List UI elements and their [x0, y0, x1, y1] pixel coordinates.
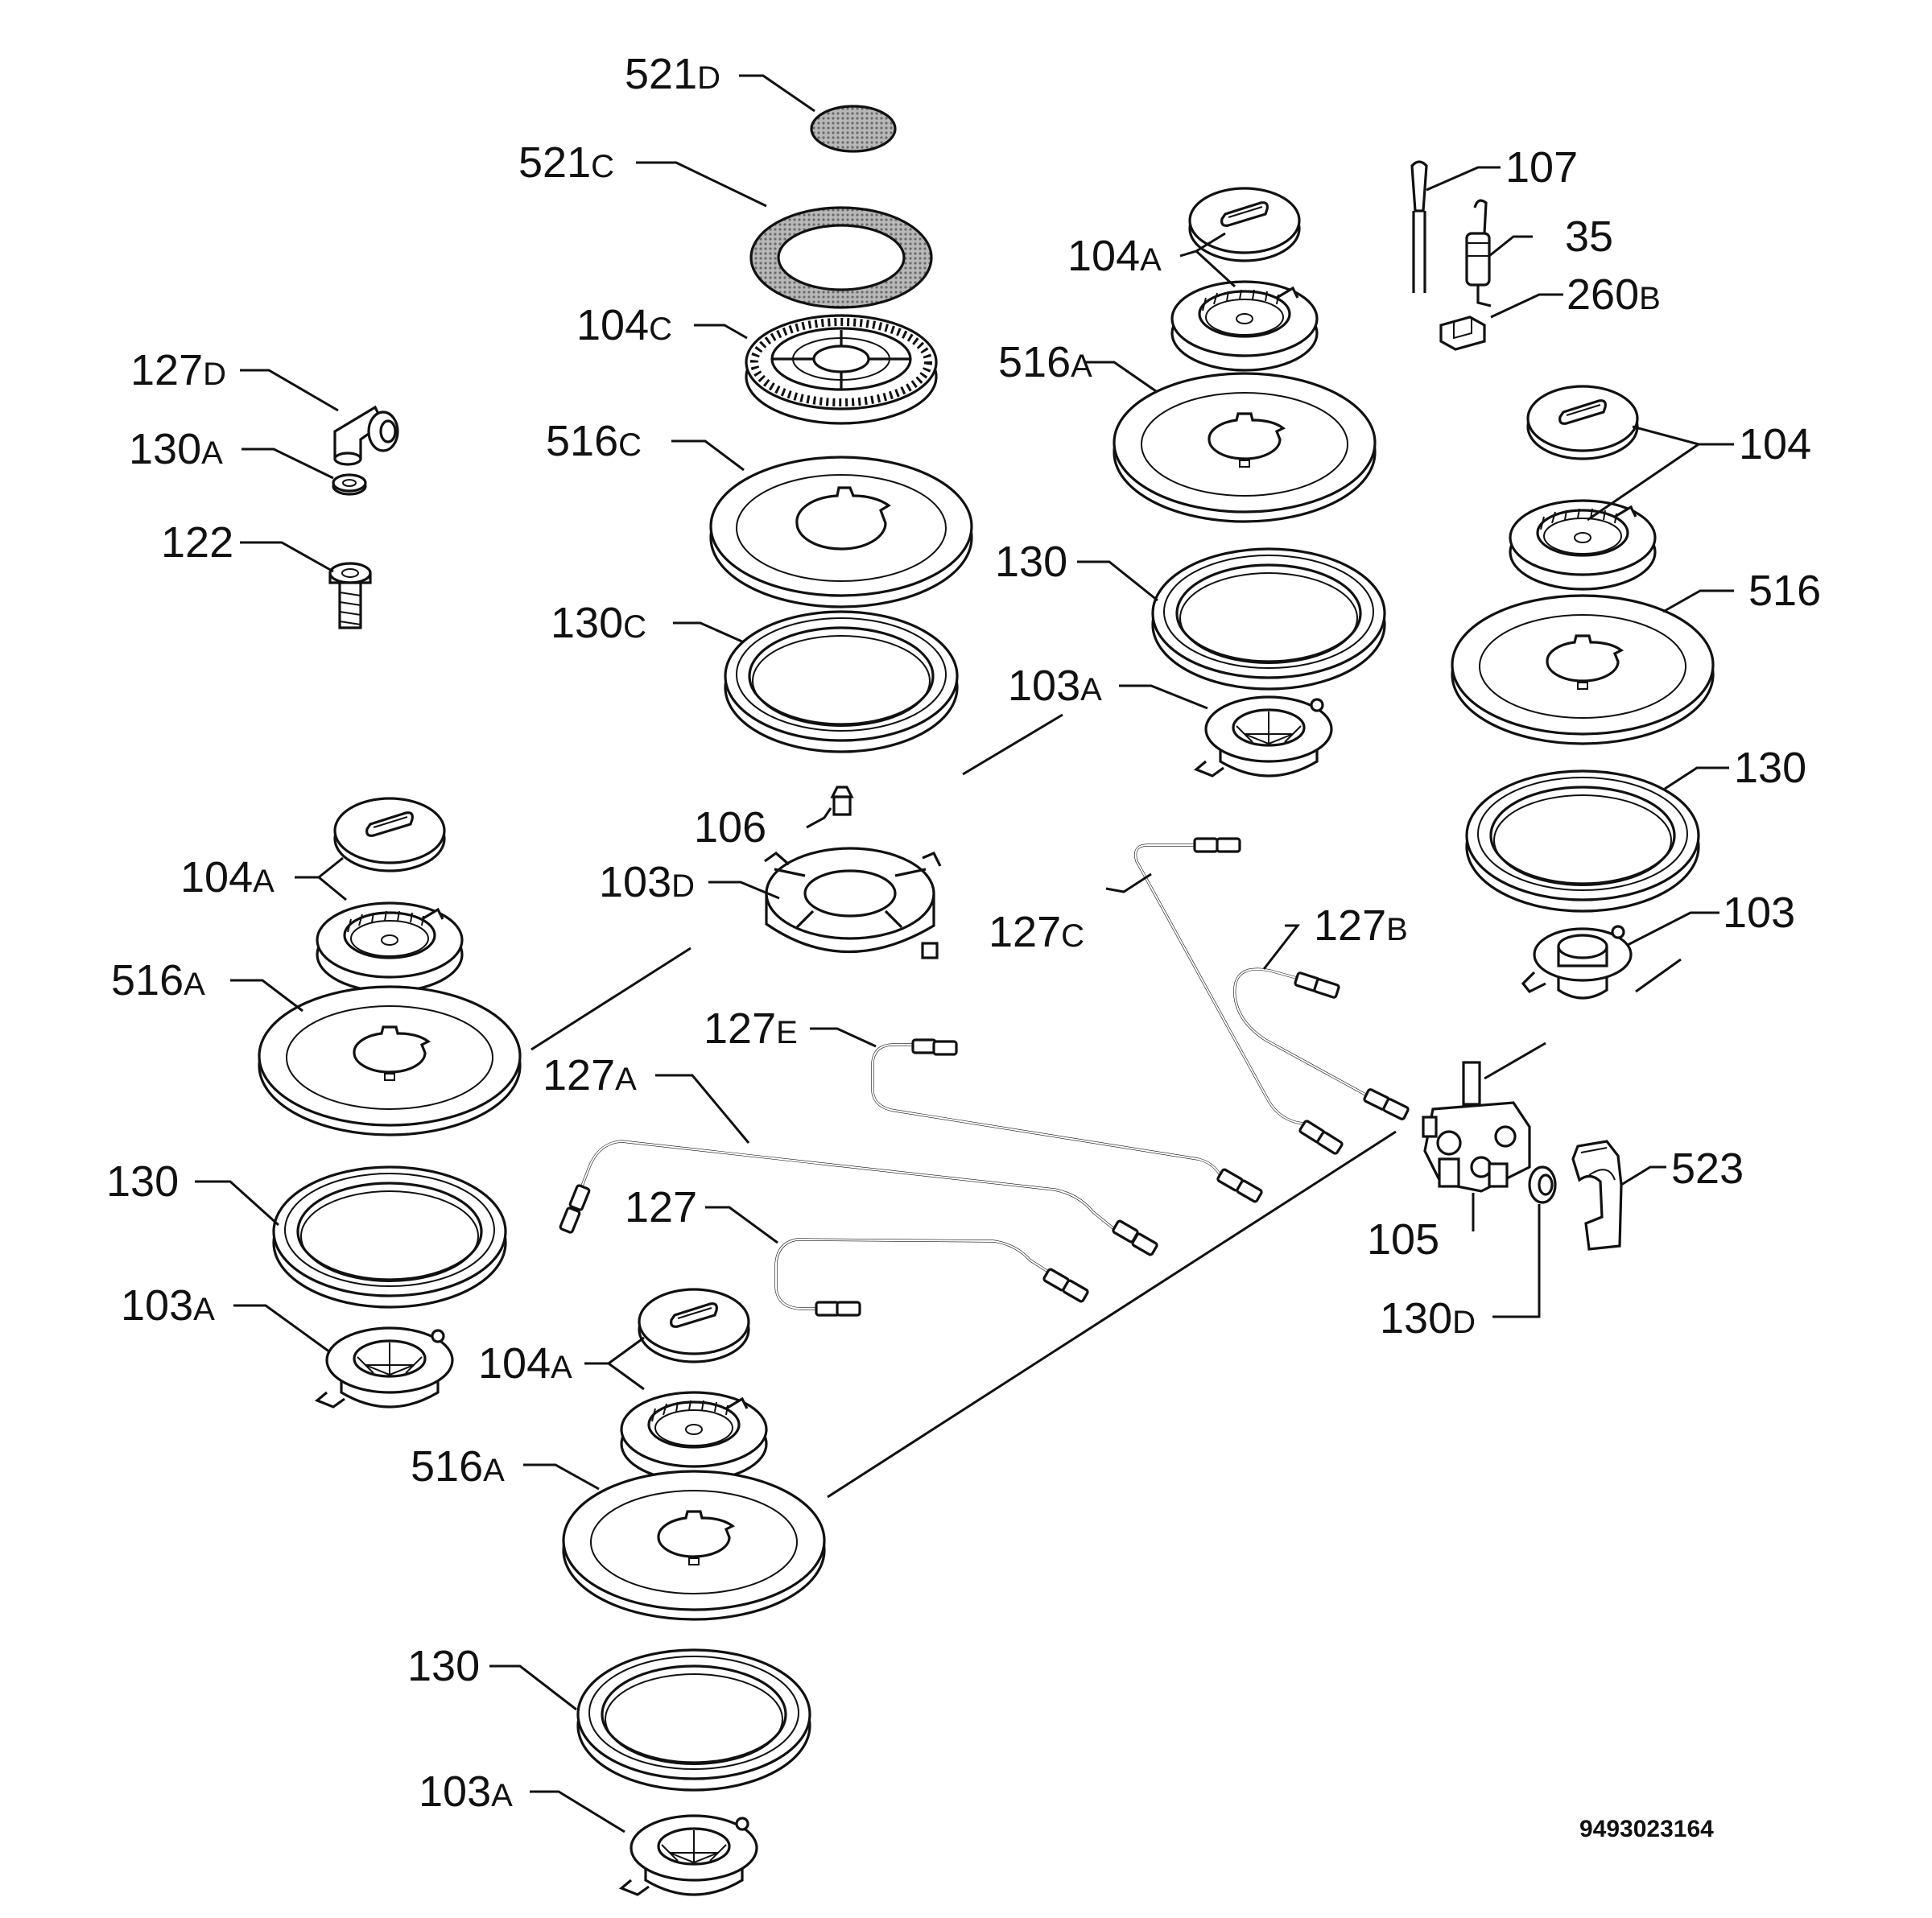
label-130-right: 130 [1734, 744, 1806, 792]
part-106-drawing [830, 786, 854, 816]
label-103a-left: 103A [121, 1281, 215, 1330]
label-104c: 104C [576, 301, 672, 349]
part-104a-left-cap-drawing [333, 797, 446, 872]
part-516a-bottom-drawing [562, 1470, 826, 1621]
label-103a-bottom: 103A [419, 1767, 513, 1816]
label-130-top: 130 [995, 538, 1067, 586]
label-103a-top: 103A [1008, 662, 1102, 710]
label-104a-bottom: 104A [478, 1339, 572, 1388]
part-103-right-drawing [1521, 925, 1633, 1000]
gas-tap-assembly [1422, 1061, 1623, 1251]
part-523-drawing [1571, 1140, 1623, 1251]
part-103d-drawing [764, 847, 942, 959]
thermocouple-and-electrode-parts [1410, 160, 1492, 351]
label-130c: 130C [551, 599, 646, 647]
label-130d: 130D [1380, 1294, 1476, 1343]
label-105: 105 [1367, 1215, 1439, 1264]
leader-lines [195, 74, 1734, 1833]
gas-pipes [558, 837, 1410, 1317]
auxiliary-burner-left [258, 797, 522, 1409]
part-130-left-drawing [272, 1165, 507, 1309]
wok-burner-assembly [709, 105, 973, 959]
label-127d: 127D [130, 346, 226, 394]
part-127c-pipe [1134, 837, 1344, 1156]
label-130-bottom: 130 [407, 1642, 480, 1690]
part-521d-drawing [810, 105, 897, 153]
label-523: 523 [1671, 1145, 1744, 1193]
part-104-cap-drawing [1526, 385, 1639, 460]
label-516a-top: 516A [998, 338, 1092, 386]
label-127c: 127C [989, 908, 1084, 956]
label-106: 106 [694, 803, 766, 852]
part-260b-drawing [1439, 316, 1486, 351]
label-260b: 260B [1567, 270, 1661, 319]
label-127e: 127E [704, 1004, 798, 1053]
part-122-drawing [328, 562, 372, 629]
part-104-crown-drawing [1509, 499, 1657, 591]
part-516-drawing [1451, 594, 1715, 745]
diagram-code: 9493023164 [1579, 1816, 1714, 1842]
label-521c: 521C [518, 138, 614, 187]
auxiliary-burner-bottom [562, 1288, 826, 1896]
label-127: 127 [625, 1183, 697, 1231]
part-127a-pipe [558, 1140, 1159, 1257]
part-105-drawing [1422, 1061, 1531, 1193]
part-130-bottom-drawing [576, 1648, 811, 1792]
part-104c-drawing [745, 314, 938, 425]
part-103a-drawing [1195, 695, 1333, 778]
part-104a-left-crown-drawing [316, 901, 464, 993]
part-107-drawing [1410, 160, 1428, 293]
label-104a-left: 104A [180, 853, 275, 901]
label-103d: 103D [599, 858, 695, 906]
label-122: 122 [161, 518, 233, 567]
part-127b-pipe [1233, 967, 1410, 1121]
part-104a-bottom-crown-drawing [620, 1391, 768, 1483]
label-127b: 127B [1314, 901, 1408, 950]
part-103a-bottom-drawing [620, 1814, 758, 1896]
part-516a-drawing [1113, 372, 1377, 523]
label-130-left: 130 [106, 1157, 179, 1206]
part-516c-drawing [709, 456, 973, 608]
axis-lines [530, 713, 1682, 1499]
part-127-pipe [774, 1238, 1090, 1317]
part-104a-crown-drawing [1170, 280, 1319, 372]
label-516a-left: 516A [111, 956, 205, 1004]
part-labels: 521D 521C 104C 516C 130C 106 103D 127D 1… [106, 50, 1821, 1842]
label-107: 107 [1505, 143, 1578, 192]
semi-rapid-burner-right [1451, 385, 1715, 1000]
part-130d-drawing [1528, 1165, 1557, 1204]
part-127e-pipe [871, 1038, 1264, 1204]
part-104a-cap-drawing [1188, 187, 1301, 262]
gas-inlet-connector-parts [328, 405, 399, 629]
label-521d: 521D [625, 50, 720, 98]
label-516a-bottom: 516A [411, 1442, 505, 1491]
label-104a-top: 104A [1067, 232, 1162, 280]
part-104a-bottom-cap-drawing [638, 1288, 750, 1363]
part-130-drawing [1151, 547, 1386, 691]
part-35-drawing [1465, 199, 1492, 307]
label-127a: 127A [543, 1051, 637, 1099]
part-130a-drawing [332, 473, 367, 496]
label-516-right: 516 [1748, 567, 1821, 615]
part-521c-drawing [749, 206, 933, 309]
label-35: 35 [1565, 212, 1613, 261]
part-127d-drawing [333, 405, 399, 466]
part-103a-left-drawing [316, 1326, 454, 1409]
label-103-right: 103 [1723, 889, 1795, 937]
label-130a: 130A [129, 425, 223, 473]
label-104-right: 104 [1739, 420, 1811, 468]
label-516c: 516C [546, 417, 642, 465]
part-130c-drawing [724, 610, 959, 753]
part-130-right-drawing [1465, 769, 1700, 913]
